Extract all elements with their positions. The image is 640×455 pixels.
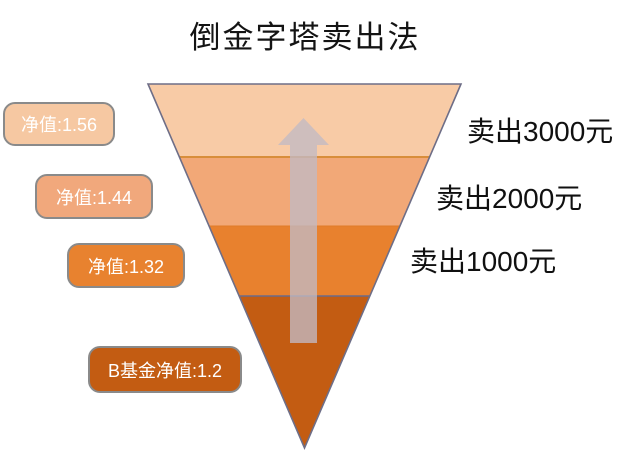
- funnel-level-4: [239, 296, 370, 448]
- up-arrow-icon: [278, 118, 329, 343]
- net-value-pill-1: 净值:1.56: [3, 102, 115, 146]
- page-title: 倒金字塔卖出法: [189, 20, 421, 55]
- net-value-pill-2: 净值:1.44: [35, 174, 153, 219]
- net-value-pill-4: B基金净值:1.2: [88, 346, 242, 393]
- funnel-outline: [146, 83, 463, 451]
- sell-amount-label-3: 卖出1000元: [410, 246, 557, 277]
- sell-amount-label-2: 卖出2000元: [436, 183, 583, 214]
- net-value-pill-3: 净值:1.32: [67, 243, 185, 288]
- sell-amount-label-1: 卖出3000元: [467, 116, 614, 147]
